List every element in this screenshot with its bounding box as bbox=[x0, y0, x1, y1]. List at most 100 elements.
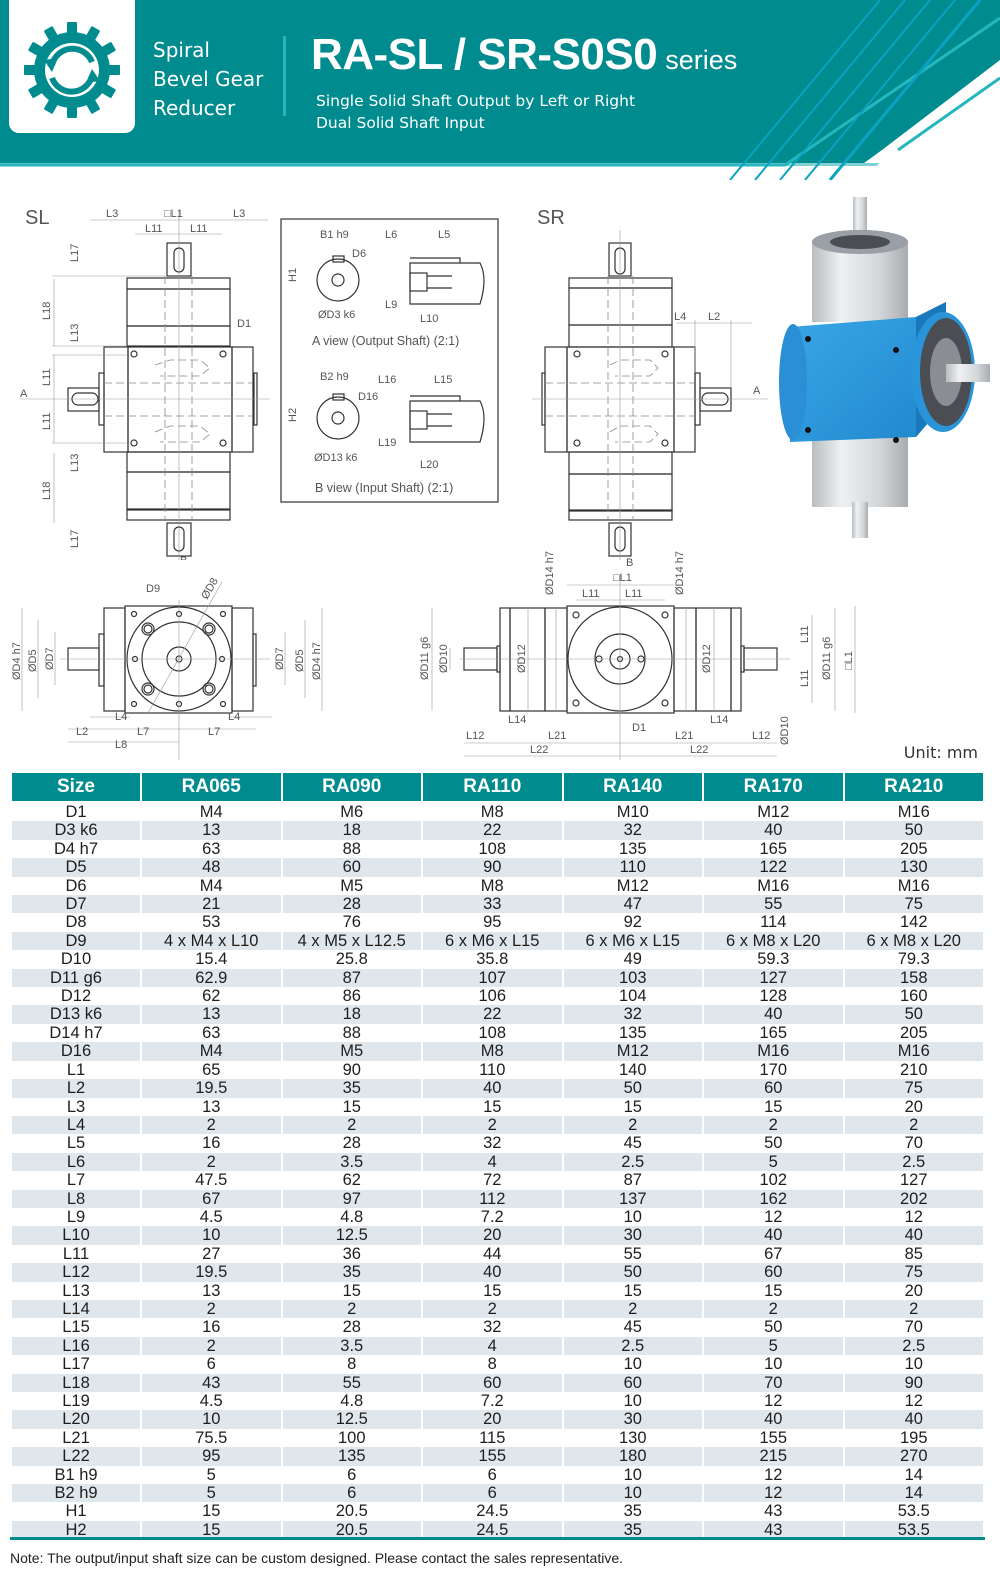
cell-value: 90 bbox=[423, 858, 562, 877]
row-parameter: L7 bbox=[66, 1171, 86, 1190]
dim-label: B1 h9 bbox=[320, 229, 349, 241]
dim-label: B bbox=[180, 555, 187, 560]
dim-label: A bbox=[753, 385, 761, 397]
cell-value: 53 bbox=[202, 913, 221, 932]
cell-value: 15 bbox=[764, 1097, 783, 1116]
cell-value: 60 bbox=[282, 858, 421, 877]
cell-value: 2 bbox=[844, 1299, 983, 1319]
dim-label: ØD14 h7 bbox=[674, 551, 686, 595]
cell-value: 43 bbox=[142, 1373, 281, 1392]
footnote: Note: The output/input shaft size can be… bbox=[10, 1550, 623, 1566]
dim-label: L15 bbox=[434, 374, 452, 386]
cell-value: 15 bbox=[342, 1281, 361, 1300]
cell-value: M5 bbox=[340, 876, 364, 895]
cell-value: 27 bbox=[202, 1244, 221, 1263]
cell-value: 60 bbox=[563, 1373, 702, 1392]
cell-value: 32 bbox=[563, 821, 702, 840]
category-line: Reducer bbox=[153, 96, 236, 120]
dim-label: ØD4 h7 bbox=[311, 642, 323, 680]
cell-value: 135 bbox=[618, 839, 647, 858]
cell-value: 103 bbox=[563, 968, 702, 988]
dim-label: D9 bbox=[146, 583, 160, 595]
cell-value: 15.4 bbox=[195, 950, 228, 969]
dim-label: ØD7 bbox=[274, 647, 286, 670]
row-parameter: L22 bbox=[12, 1447, 140, 1466]
cell-value: 155 bbox=[759, 1428, 788, 1447]
header-background bbox=[0, 0, 1000, 182]
cell-value: 13 bbox=[142, 1005, 281, 1024]
cell-value: 6 x M6 x L15 bbox=[423, 931, 562, 951]
cell-value: 32 bbox=[483, 1318, 502, 1337]
cell-value: 4 x M5 x L12.5 bbox=[282, 931, 421, 951]
cell-value: 40 bbox=[704, 1005, 843, 1024]
cell-value: 30 bbox=[563, 1226, 702, 1245]
cell-value: 7.2 bbox=[480, 1207, 504, 1226]
cell-value: 75.5 bbox=[195, 1428, 228, 1447]
cell-value: 36 bbox=[342, 1244, 361, 1263]
cell-value: 95 bbox=[142, 1447, 281, 1466]
front-view-drawing: D9 ØD8 ØD4 h7 ØD5 ØD7 ØD7 ØD5 ØD4 h7 L4 … bbox=[11, 576, 323, 760]
cell-value: M10 bbox=[616, 803, 649, 821]
row-parameter: D4 h7 bbox=[53, 839, 99, 858]
row-parameter: B1 h9 bbox=[54, 1465, 98, 1484]
side-view-drawing: ØD14 h7 ØD14 h7 □L1 L11 L11 ØD11 g6 ØD10… bbox=[419, 551, 856, 760]
cell-value: 10 bbox=[623, 1392, 642, 1410]
cell-value: 15 bbox=[202, 1502, 221, 1521]
cell-value: 2.5 bbox=[844, 1152, 983, 1172]
a-view-caption: A view (Output Shaft) (2:1) bbox=[312, 334, 459, 348]
cell-value: 215 bbox=[704, 1447, 843, 1466]
dim-label: ØD3 k6 bbox=[318, 309, 355, 321]
dim-label: L3 bbox=[106, 208, 118, 220]
series-model: RA-SL / SR-S0S0 bbox=[311, 30, 658, 79]
dim-label: L22 bbox=[530, 744, 548, 756]
dim-label: L11 bbox=[41, 412, 53, 430]
sl-view-drawing: SL L3 □L1 L3 L11 L11 D1 A B L17 L18 L13 … bbox=[20, 207, 270, 560]
sr-label: SR bbox=[537, 207, 565, 229]
row-parameter: L20 bbox=[12, 1410, 140, 1429]
column-header: RA170 bbox=[704, 773, 843, 803]
cell-value: 70 bbox=[704, 1373, 843, 1392]
cell-value: 160 bbox=[899, 987, 928, 1006]
cell-value: 62 bbox=[342, 1171, 361, 1190]
cell-value: 4 bbox=[423, 1336, 562, 1356]
gear-refresh-icon bbox=[24, 22, 120, 118]
cell-value: M12 bbox=[616, 876, 649, 895]
cell-value: 49 bbox=[623, 950, 642, 969]
cell-value: 2.5 bbox=[844, 1336, 983, 1356]
dim-label: H1 bbox=[287, 268, 299, 282]
cell-value: 4.8 bbox=[340, 1207, 364, 1226]
cell-value: 35 bbox=[563, 1520, 702, 1540]
cell-value: 45 bbox=[623, 1134, 642, 1153]
cell-value: 40 bbox=[844, 1226, 983, 1245]
subtitle-line: Single Solid Shaft Output by Left or Rig… bbox=[316, 92, 636, 110]
row-parameter: L17 bbox=[62, 1355, 90, 1374]
cell-value: 4.8 bbox=[340, 1392, 364, 1410]
cell-value: 110 bbox=[563, 858, 702, 877]
cell-value: 32 bbox=[483, 1134, 502, 1153]
dim-label: L11 bbox=[582, 588, 600, 600]
row-parameter: L18 bbox=[12, 1373, 140, 1392]
column-header: RA065 bbox=[142, 773, 281, 803]
cell-value: 12 bbox=[764, 1207, 783, 1226]
cell-value: 50 bbox=[563, 1079, 702, 1098]
cell-value: 22 bbox=[423, 821, 562, 840]
cell-value: 19.5 bbox=[142, 1079, 281, 1098]
cell-value: 15 bbox=[623, 1281, 642, 1300]
cell-value: 130 bbox=[844, 858, 983, 877]
cell-value: 8 bbox=[347, 1355, 357, 1374]
dim-label: ØD5 bbox=[27, 649, 39, 672]
cell-value: 88 bbox=[342, 1023, 361, 1042]
dim-label: ØD12 bbox=[516, 644, 528, 673]
cell-value: 140 bbox=[618, 1060, 647, 1079]
dim-label: L2 bbox=[708, 311, 720, 323]
cell-value: 4.5 bbox=[199, 1207, 223, 1226]
